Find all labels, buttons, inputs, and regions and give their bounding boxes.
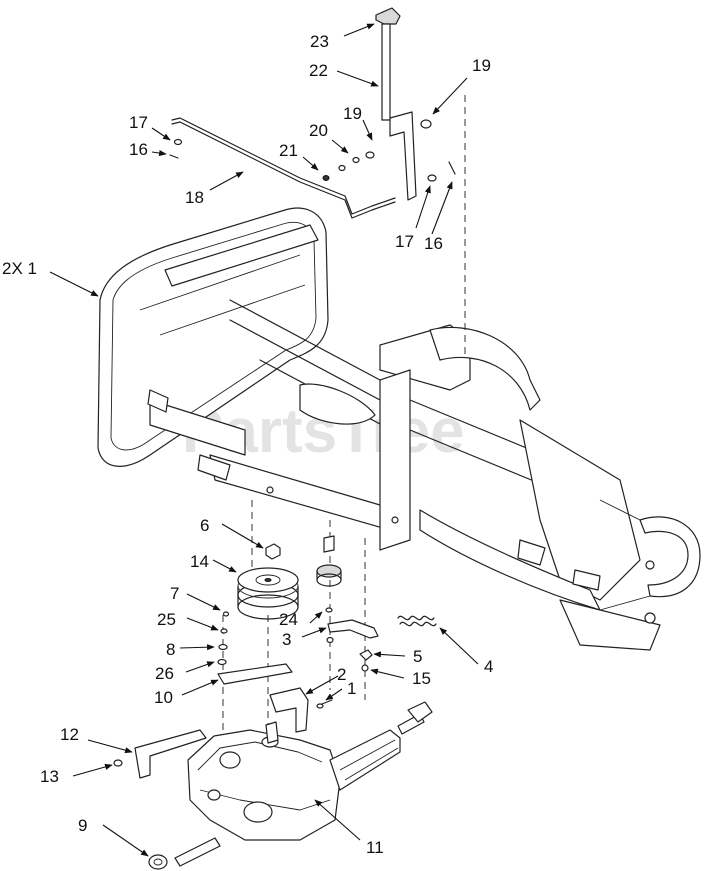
callout-label: 23 [310,32,329,51]
callout-label: 13 [40,767,59,786]
callout-label: 16 [129,140,148,159]
callout-label: 14 [190,552,209,571]
callout-label: 22 [309,61,328,80]
callout-leaders [49,23,479,857]
callout-label: 3 [282,630,291,649]
callout-label: 24 [279,610,298,629]
callout-label: 4 [484,657,493,676]
callout-label: 7 [170,584,179,603]
callout-label: 8 [166,640,175,659]
transaxle-drawing [113,701,433,870]
callout-label: 11 [366,838,384,857]
callout-label: 2X 1 [2,259,37,278]
callout-label: 1 [347,679,356,698]
lever-assembly [169,7,456,219]
callout-label: 5 [413,647,422,666]
callout-label: 15 [412,669,431,688]
callout-label: 2 [337,665,346,684]
callout-label: 17 [129,113,148,132]
callout-label: 9 [78,816,87,835]
callout-label: 12 [60,725,79,744]
callout-label: 21 [279,141,298,160]
drive-components [217,535,437,733]
callout-label: 20 [309,121,328,140]
callout-label: 19 [343,104,362,123]
callout-label: 10 [154,688,173,707]
callout-label: 26 [155,664,174,683]
callout-label: 16 [424,234,443,253]
callout-label: 19 [472,56,491,75]
callout-label: 25 [157,610,176,629]
callout-label: 6 [200,516,209,535]
frame-drawing [97,207,701,651]
callout-label: 17 [395,232,414,251]
callout-label: 18 [185,188,204,207]
